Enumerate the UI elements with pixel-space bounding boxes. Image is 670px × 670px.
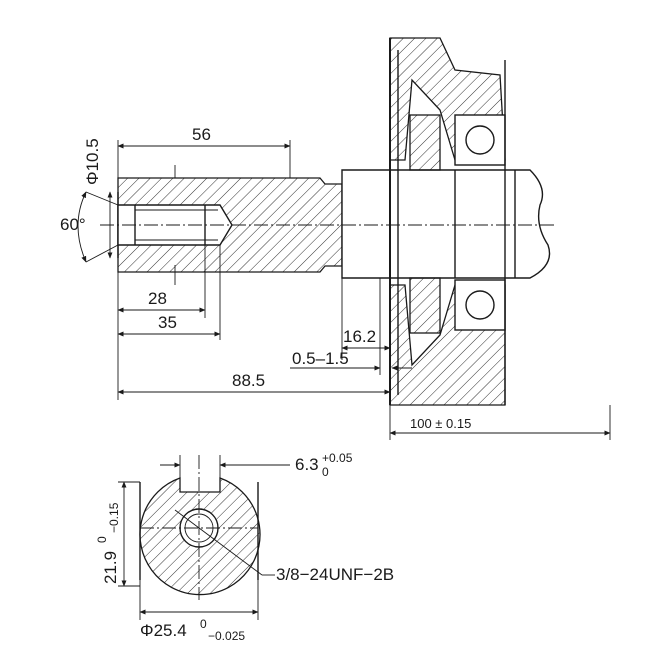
dim-key-width-tol-lower: 0 — [322, 465, 329, 479]
lower-seal — [409, 277, 441, 334]
side-view-dimensions: 56 28 35 16.2 0.5–1.5 88.5 100 ± 0.15 Φ1… — [60, 125, 611, 440]
dim-28-label: 28 — [148, 289, 167, 308]
upper-seal — [409, 114, 441, 171]
lower-bearing-outer — [454, 279, 506, 331]
dim-flat-height-label: 21.9 — [101, 551, 120, 584]
dim-16-2-label: 16.2 — [343, 327, 376, 346]
dim-35-label: 35 — [158, 313, 177, 332]
dim-shaft-diameter-tol-upper: 0 — [200, 617, 207, 631]
shaft-end-view — [139, 455, 275, 600]
dim-shaft-diameter-tol-lower: −0.025 — [208, 629, 245, 643]
thread-spec-label: 3/8−24UNF−2B — [276, 565, 394, 584]
housing-side-view — [389, 37, 506, 406]
dim-chamfer-angle-label: 60° — [60, 215, 86, 234]
upper-bearing-ball — [465, 125, 495, 155]
upper-bearing-outer — [454, 114, 506, 166]
end-view-dimensions: 6.3 +0.05 0 21.9 0 −0.15 Φ25.4 0 −0.025 … — [95, 451, 394, 643]
dim-56-label: 56 — [192, 125, 211, 144]
thread-leader — [174, 509, 263, 576]
dim-key-width-label: 6.3 — [295, 455, 319, 474]
shaft-side-view — [100, 165, 555, 285]
dim-flat-height-tol-upper: 0 — [95, 536, 109, 543]
shaft-large-section — [341, 169, 551, 279]
dim-gap-label: 0.5–1.5 — [292, 349, 349, 368]
dim-shaft-diameter-label: Φ25.4 — [140, 621, 187, 640]
lower-bearing-ball — [465, 290, 495, 320]
dim-100-label: 100 ± 0.15 — [410, 416, 471, 431]
dim-88-5-label: 88.5 — [232, 371, 265, 390]
dim-chamfer-arc — [77, 191, 87, 263]
dim-key-width-tol-upper: +0.05 — [322, 451, 353, 465]
dim-tip-diameter-label: Φ10.5 — [83, 138, 102, 185]
dim-flat-height-tol-lower: −0.15 — [107, 502, 121, 533]
